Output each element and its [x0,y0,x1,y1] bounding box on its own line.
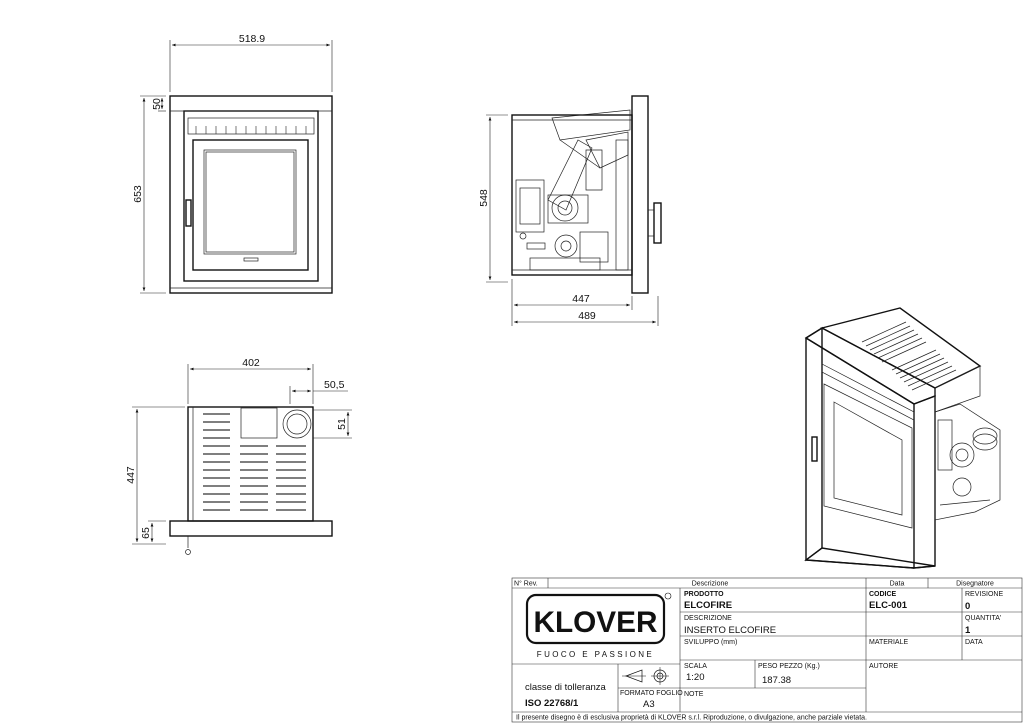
value-revisione: 0 [965,601,970,612]
label-scala: SCALA [684,663,707,670]
label-formato: FORMATO FOGLIO [620,690,683,697]
label-peso: PESO PEZZO (Kg.) [758,663,820,670]
value-peso: 187.38 [762,675,791,686]
value-quantita: 1 [965,625,971,636]
dim-top-flue-size: 51 [336,418,348,430]
label-tolleranza: classe di tolleranza [525,682,607,693]
dim-side-depth-inner: 447 [572,293,590,305]
projection-symbol-icon [622,667,669,685]
dim-front-top: 50 [151,98,163,110]
header-disegnatore: Disegnatore [956,581,994,588]
title-block: N° Rev. Descrizione Data Disegnatore KLO… [511,577,1023,723]
value-formato: A3 [643,699,655,710]
label-prodotto: PRODOTTO [684,591,724,598]
label-descrizione: DESCRIZIONE [684,615,732,622]
dim-front-height: 653 [132,185,144,203]
header-rev-no: N° Rev. [514,580,538,588]
header-descrizione: Descrizione [692,581,729,588]
label-autore: AUTORE [869,663,898,670]
value-codice: ELC-001 [869,600,908,611]
dim-front-width: 518.9 [239,33,265,45]
front-view [169,95,333,294]
value-descrizione: INSERTO ELCOFIRE [684,625,776,636]
klover-logo: KLOVER FUOCO E PASSIONE [525,592,672,659]
brand-tagline: FUOCO E PASSIONE [537,650,654,659]
dim-side-height: 548 [478,189,490,207]
top-dimensions: 402 50,5 51 447 65 [125,357,352,545]
dim-side-depth-total: 489 [578,310,596,322]
footer-copyright: Il presente disegno è di esclusiva propr… [516,715,867,722]
dim-top-frame: 65 [140,527,152,539]
dim-top-flue-offset: 50,5 [324,379,345,391]
label-quantita: QUANTITA' [965,615,1001,622]
brand-name: KLOVER [534,606,658,639]
label-sviluppo: SVILUPPO (mm) [684,639,737,646]
value-tolleranza: ISO 22768/1 [525,698,579,709]
front-dimensions: 518.9 50 653 [132,33,333,294]
value-scala: 1:20 [686,672,705,683]
label-materiale: MATERIALE [869,639,908,646]
label-data: DATA [965,639,983,646]
label-note: NOTE [684,691,704,698]
value-prodotto: ELCOFIRE [684,600,732,611]
side-view [511,95,662,294]
dim-top-width: 402 [242,357,260,369]
top-view [169,406,333,555]
isometric-view [804,307,1001,569]
dim-top-depth: 447 [125,466,137,484]
label-revisione: REVISIONE [965,591,1003,598]
header-data: Data [890,581,905,588]
side-dimensions: 548 447 489 [478,114,659,326]
label-codice: CODICE [869,591,897,598]
